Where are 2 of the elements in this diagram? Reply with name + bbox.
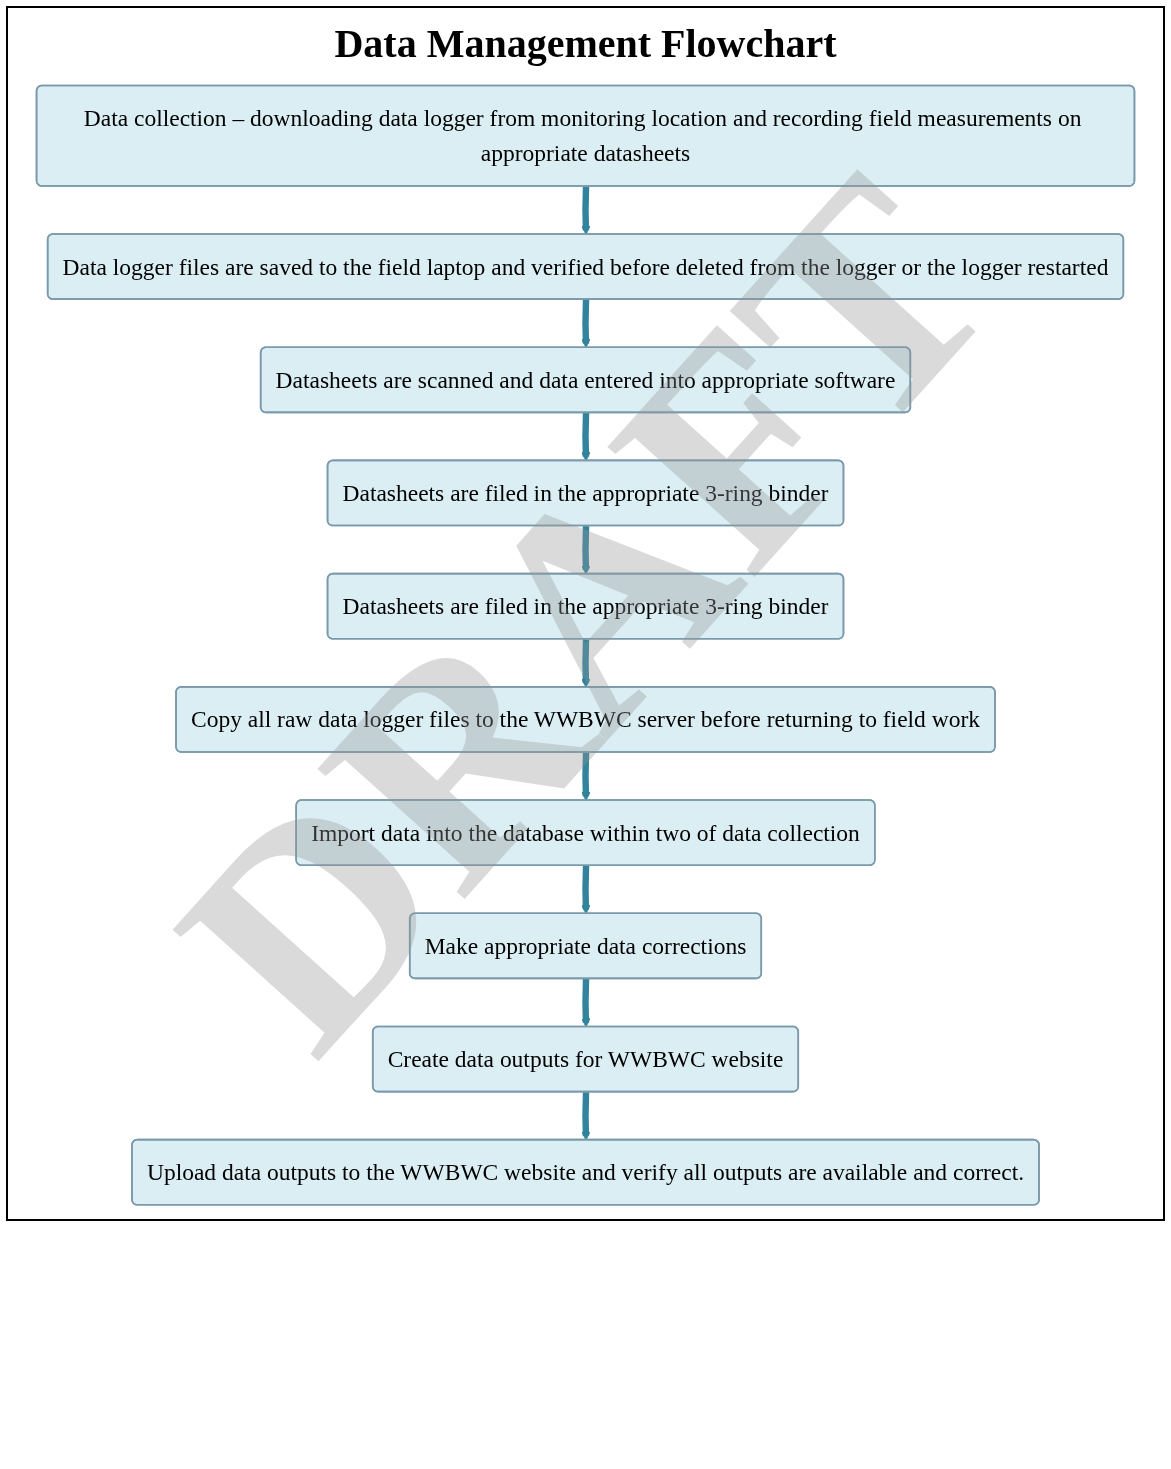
arrow	[581, 1092, 591, 1141]
title: Data Management Flowchart	[333, 20, 838, 67]
